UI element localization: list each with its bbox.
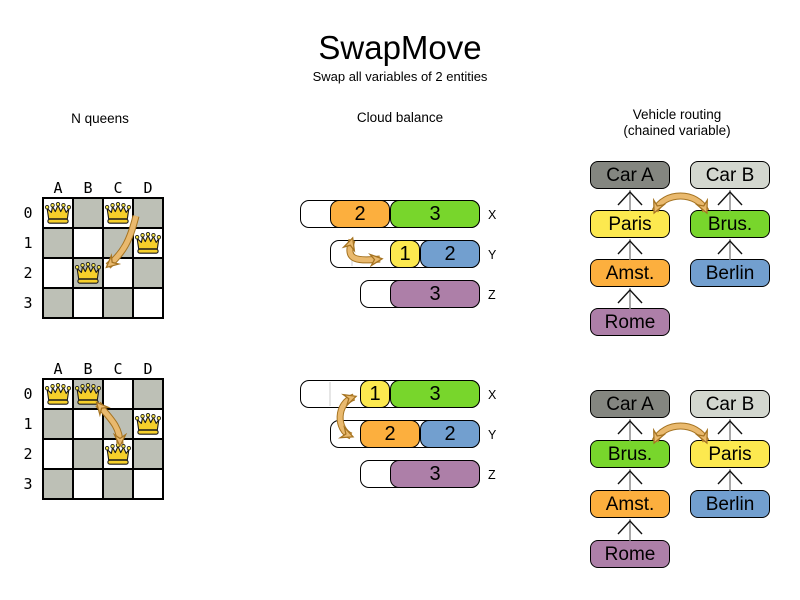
nqueens-before-cell — [43, 288, 73, 318]
nqueens-after-row-label: 3 — [23, 475, 33, 493]
nqueens-after-column-label: B — [83, 360, 93, 378]
process-segment: 2 — [330, 200, 390, 228]
nqueens-after-cell — [133, 469, 163, 499]
computer-label-z: Z — [488, 288, 496, 302]
nqueens-after-board-frame — [42, 378, 164, 500]
process-segment: 1 — [360, 380, 390, 408]
chain-box-cara: Car A — [590, 390, 670, 418]
nqueens-before-column-label: B — [83, 179, 93, 197]
nqueens-after-cell — [43, 469, 73, 499]
chain-box-berlin: Berlin — [690, 490, 770, 518]
nqueens-before-cell — [73, 288, 103, 318]
vehicle-heading-subtitle: (chained variable) — [623, 123, 731, 138]
nqueens-before-cell — [43, 228, 73, 258]
nqueens-after-row-label: 1 — [23, 415, 33, 433]
chain-box-cara: Car A — [590, 161, 670, 189]
nqueens-before-cell — [73, 228, 103, 258]
chain-box-paris: Paris — [690, 440, 770, 468]
computer-label-x: X — [488, 388, 497, 402]
nqueens-after-cell — [133, 439, 163, 469]
chain-box-amst: Amst. — [590, 490, 670, 518]
process-segment: 1 — [390, 240, 420, 268]
computer-label-z: Z — [488, 468, 496, 482]
nqueens-before-row-label: 1 — [23, 234, 33, 252]
process-segment: 3 — [390, 460, 480, 488]
chain-box-rome: Rome — [590, 308, 670, 336]
nqueens-before-column-label: C — [113, 179, 123, 197]
nqueens-after-row-label: 0 — [23, 385, 33, 403]
process-segment: 3 — [390, 200, 480, 228]
cloud-heading: Cloud balance — [356, 110, 444, 125]
chain-box-berlin: Berlin — [690, 259, 770, 287]
nqueens-before-cell — [133, 288, 163, 318]
chain-box-brus: Brus. — [590, 440, 670, 468]
nqueens-after-column-label: A — [53, 360, 63, 378]
nqueens-after-cell — [73, 469, 103, 499]
nqueens-before-row-label: 0 — [23, 204, 33, 222]
chain-box-carb: Car B — [690, 390, 770, 418]
vehicle-heading-title: Vehicle routing — [632, 107, 722, 122]
nqueens-after-row-label: 2 — [23, 445, 33, 463]
process-segment: 2 — [420, 420, 480, 448]
process-segment: 3 — [390, 280, 480, 308]
nqueens-after-cell — [43, 409, 73, 439]
nqueens-before-cell — [103, 288, 133, 318]
nqueens-before-cell — [43, 258, 73, 288]
nqueens-after-cell — [43, 439, 73, 469]
nqueens-after-column-label: D — [143, 360, 153, 378]
nqueens-after-column-label: C — [113, 360, 123, 378]
chain-box-amst: Amst. — [590, 259, 670, 287]
chain-box-rome: Rome — [590, 540, 670, 568]
nqueens-before-board-frame — [42, 197, 164, 319]
vehicle-heading: Vehicle routing (chained variable) — [597, 107, 757, 139]
nqueens-after-cell — [133, 379, 163, 409]
chain-box-brus: Brus. — [690, 210, 770, 238]
process-segment: 2 — [360, 420, 420, 448]
computer-label-x: X — [488, 208, 497, 222]
page-title: SwapMove — [318, 29, 482, 66]
chain-box-carb: Car B — [690, 161, 770, 189]
nqueens-before-column-label: D — [143, 179, 153, 197]
nqueens-before-row-label: 3 — [23, 294, 33, 312]
computer-label-y: Y — [488, 248, 497, 262]
nqueens-before-cell — [73, 198, 103, 228]
chain-box-paris: Paris — [590, 210, 670, 238]
process-segment: 3 — [390, 380, 480, 408]
nqueens-after-cell — [103, 469, 133, 499]
nqueens-before-column-label: A — [53, 179, 63, 197]
process-segment: 2 — [420, 240, 480, 268]
nqueens-before-row-label: 2 — [23, 264, 33, 282]
page-subtitle: Swap all variables of 2 entities — [312, 69, 488, 84]
nqueens-heading: N queens — [71, 111, 129, 126]
computer-label-y: Y — [488, 428, 497, 442]
